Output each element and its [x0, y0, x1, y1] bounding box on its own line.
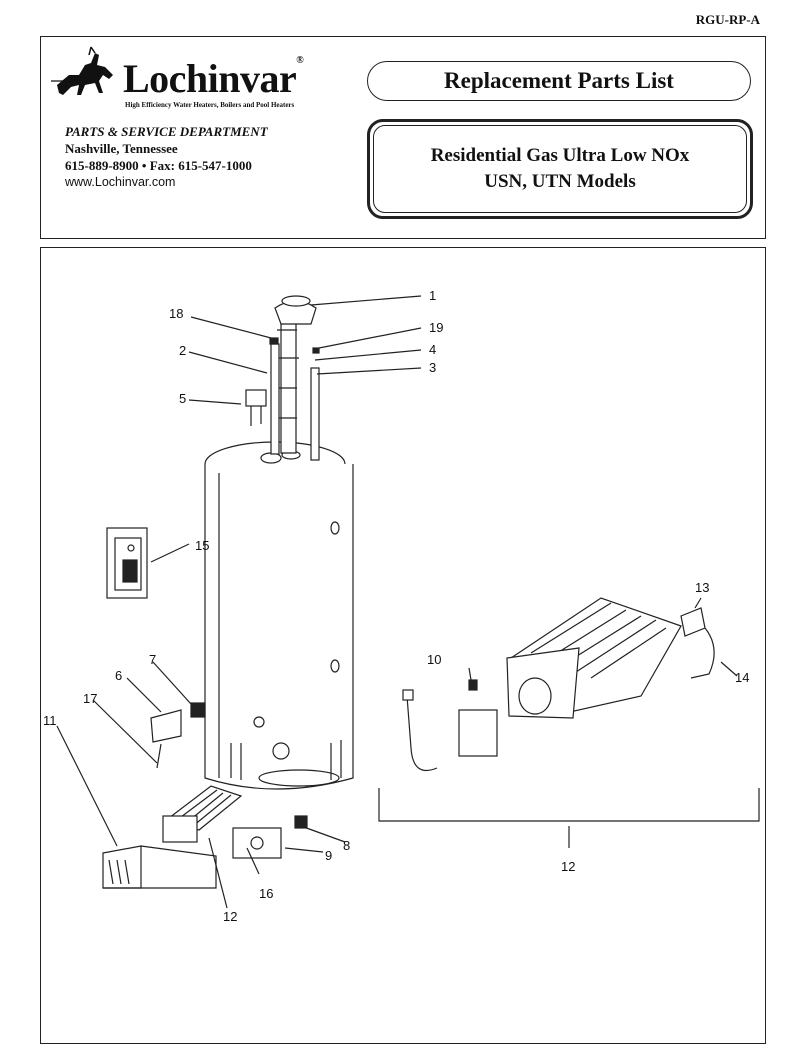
callout-11: 11 — [43, 713, 57, 728]
horse-rider-logo-icon — [51, 46, 113, 95]
callout-12-left: 12 — [223, 909, 237, 924]
department-website[interactable]: www.Lochinvar.com — [65, 175, 176, 189]
callout-10: 10 — [427, 652, 441, 667]
logo-wordmark: Lochinvar® — [123, 55, 304, 101]
callout-5: 5 — [179, 391, 186, 406]
callout-7: 7 — [149, 652, 156, 667]
callout-12-right: 12 — [561, 859, 575, 874]
document-title: Replacement Parts List — [367, 61, 751, 101]
callout-2: 2 — [179, 343, 186, 358]
burner-left-part — [162, 785, 308, 859]
callout-14: 14 — [735, 670, 749, 685]
callout-13: 13 — [695, 580, 709, 595]
callout-15: 15 — [195, 538, 209, 553]
leader-lines — [56, 295, 738, 909]
callout-3: 3 — [429, 360, 436, 375]
document-code: RGU-RP-A — [695, 12, 760, 27]
flue-assembly — [245, 295, 320, 461]
callout-16: 16 — [259, 886, 273, 901]
subtitle-line-2: USN, UTN Models — [484, 171, 636, 192]
callout-17: 17 — [83, 691, 97, 706]
callout-1: 1 — [429, 288, 436, 303]
logo-tagline: High Efficiency Water Heaters, Boilers a… — [125, 101, 295, 109]
lochinvar-logo: Lochinvar® High Efficiency Water Heaters… — [51, 45, 341, 115]
department-title: PARTS & SERVICE DEPARTMENT — [65, 124, 268, 139]
header-box: Lochinvar® High Efficiency Water Heaters… — [40, 36, 766, 239]
department-phone: 615-889-8900 • Fax: 615-547-1000 — [65, 158, 252, 173]
department-info: PARTS & SERVICE DEPARTMENT Nashville, Te… — [65, 123, 268, 191]
department-location: Nashville, Tennessee — [65, 141, 178, 156]
model-box: Residential Gas Ultra Low NOx USN, UTN M… — [367, 119, 753, 219]
gas-valve-part — [150, 702, 206, 769]
burner-right-part — [402, 597, 715, 772]
water-heater-tank — [204, 441, 354, 790]
callout-19: 19 — [429, 320, 443, 335]
assembly-bracket-line — [378, 788, 760, 822]
heat-shield-part — [102, 845, 217, 889]
callout-9: 9 — [325, 848, 332, 863]
callout-numbers: 1 2 3 4 5 6 7 8 9 10 11 12 12 13 14 15 1… — [43, 288, 749, 924]
bracket-part — [106, 527, 148, 599]
callout-6: 6 — [115, 668, 122, 683]
callout-4: 4 — [429, 342, 436, 357]
subtitle-line-1: Residential Gas Ultra Low NOx — [430, 145, 690, 166]
callout-18: 18 — [169, 306, 183, 321]
parts-diagram: 1 2 3 4 5 6 7 8 9 10 11 12 12 13 14 15 1… — [40, 247, 766, 1044]
exploded-view-drawing: 1 2 3 4 5 6 7 8 9 10 11 12 12 13 14 15 1… — [43, 288, 760, 924]
callout-8: 8 — [343, 838, 350, 853]
